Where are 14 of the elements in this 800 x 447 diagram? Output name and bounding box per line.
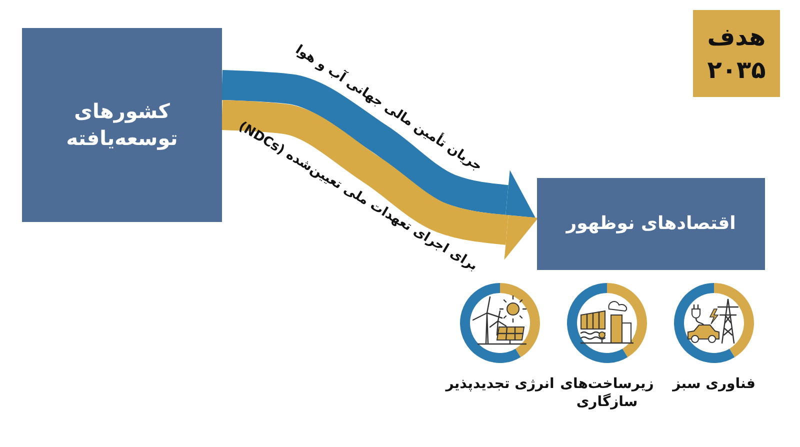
box-label: اقتصادهای نوظهور: [566, 212, 736, 236]
box-label: کشورهای توسعه‌یافته: [65, 98, 179, 152]
caption-label: فناوری سبز: [671, 375, 756, 394]
ring-icon-circle: [567, 283, 647, 363]
goal-box: [693, 10, 780, 97]
caption-label: انرژی تجدیدپذیر: [445, 375, 555, 394]
country-box: [22, 28, 222, 222]
ring-icon-circle: [460, 283, 540, 363]
ring-icon-circle: [674, 283, 754, 363]
caption-label: زیرساخت‌های سازگاری: [559, 375, 655, 412]
flow-arrow: [222, 100, 538, 260]
box-label: هدف ۲۰۳۵: [706, 22, 767, 86]
economy-box: [537, 178, 765, 270]
flow-arrow: [222, 70, 536, 218]
